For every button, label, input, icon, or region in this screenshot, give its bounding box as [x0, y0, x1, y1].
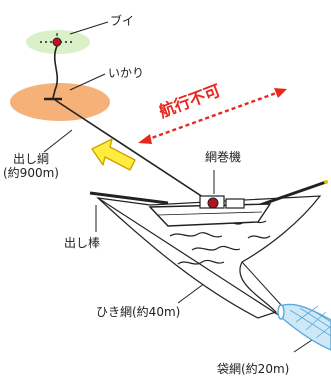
anchor-leader	[69, 73, 106, 91]
lead-rope-label-line1: 出し綱	[12, 152, 49, 166]
winch-icon	[207, 197, 219, 209]
cod-end-leader	[293, 339, 313, 353]
lead-rope-leader	[43, 129, 73, 153]
outrigger-label: 出し棒	[64, 236, 101, 250]
outrigger-right-pole	[259, 180, 327, 207]
winch-label: 網巻機	[205, 150, 242, 164]
boat-icon	[148, 195, 272, 227]
anchor-zone	[10, 83, 110, 121]
direction-arrow-icon	[91, 138, 136, 171]
water-wake	[96, 195, 322, 319]
lead-rope-label: 出し綱 (約900m)	[3, 152, 59, 180]
lead-rope-label-line2: (約900m)	[3, 166, 59, 180]
buoy-label: ブイ	[110, 14, 135, 28]
no-navigation-arrow	[138, 88, 287, 144]
buoy-line	[52, 45, 59, 99]
cod-end-label: 袋網(約20m)	[217, 362, 290, 376]
drag-net-line-2	[241, 261, 283, 307]
outrigger-right-tip	[324, 180, 328, 184]
buoy-leader	[69, 21, 109, 35]
cod-end-net	[277, 303, 331, 351]
drag-net-leader	[177, 282, 206, 304]
drag-net-line	[97, 197, 281, 317]
drag-net-label: ひき網(約40m)	[96, 305, 181, 319]
anchor-label: いかり	[108, 66, 145, 80]
outrigger-left-pole	[89, 191, 169, 205]
lead-rope	[54, 99, 213, 204]
